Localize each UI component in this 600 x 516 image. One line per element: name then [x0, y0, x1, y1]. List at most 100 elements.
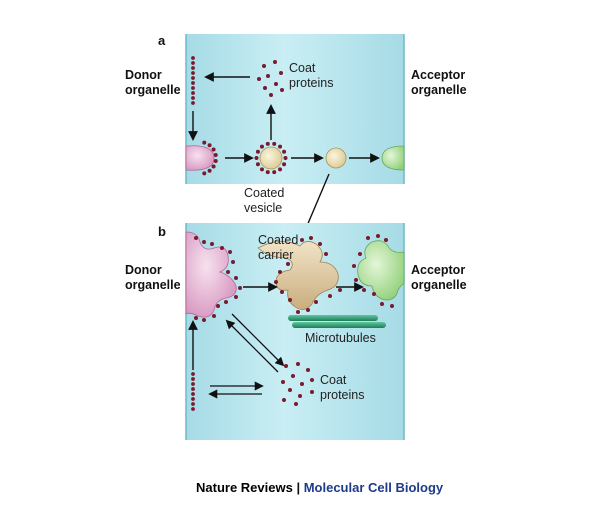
- coat-protein-dot: [191, 76, 195, 80]
- coat-protein-dot: [191, 81, 195, 85]
- coat-protein-dot: [191, 86, 195, 90]
- coat-protein-dot: [228, 250, 232, 254]
- donor-bud-coat-dots: [202, 140, 218, 176]
- coat-protein-dot: [191, 392, 195, 396]
- coat-protein-dot: [272, 170, 277, 175]
- coat-protein-dot: [226, 270, 230, 274]
- panel-a-coat-protein-dots: [257, 60, 284, 97]
- coat-protein-dot: [286, 262, 290, 266]
- coat-protein-dot: [324, 252, 328, 256]
- coat-protein-dot: [328, 294, 332, 298]
- coat-protein-dot: [306, 368, 310, 372]
- panel-a-donor-coat-dots: [191, 56, 195, 105]
- panel-b-coat-label: Coat proteins: [320, 373, 364, 403]
- coat-protein-dot: [213, 153, 218, 158]
- coat-protein-dot: [265, 170, 270, 175]
- coat-protein-dot: [234, 295, 238, 299]
- panel-b-acceptor-label-line2: organelle: [411, 278, 467, 292]
- coat-protein-dot: [309, 236, 313, 240]
- publisher-name: Nature Reviews: [196, 480, 293, 495]
- coat-protein-dot: [274, 280, 278, 284]
- coat-protein-dot: [372, 292, 376, 296]
- coat-protein-dot: [273, 60, 277, 64]
- coat-protein-dot: [288, 298, 292, 302]
- coat-protein-dot: [380, 302, 384, 306]
- donor-organelle-coat-dots: [194, 236, 242, 322]
- coat-protein-dot: [296, 310, 300, 314]
- coat-protein-dot: [207, 168, 212, 173]
- coat-protein-dot: [266, 74, 270, 78]
- panel-b-donor-label: Donor organelle: [125, 263, 181, 293]
- coat-protein-dot: [288, 388, 292, 392]
- coat-protein-dot: [278, 144, 283, 149]
- panel-b-acceptor-label-line1: Acceptor: [411, 263, 466, 277]
- coat-protein-dot: [291, 374, 295, 378]
- coat-protein-dot: [255, 162, 260, 167]
- coat-protein-dot: [263, 86, 267, 90]
- coat-protein-dot: [194, 236, 198, 240]
- panel-b-letter: b: [158, 224, 166, 239]
- coat-protein-dot: [259, 144, 264, 149]
- coated-carrier-label-line1: Coated: [258, 233, 299, 247]
- coat-protein-dot: [213, 158, 218, 163]
- coat-protein-dot: [216, 304, 220, 308]
- coat-protein-dot: [234, 276, 238, 280]
- coat-protein-dot: [191, 101, 195, 105]
- coated-vesicle-coat-dots: [254, 141, 288, 175]
- coat-protein-dot: [224, 300, 228, 304]
- coat-protein-dot: [191, 91, 195, 95]
- coat-protein-dot: [300, 382, 304, 386]
- panel-b: [185, 223, 405, 440]
- coated-carrier-label-line2: carrier: [258, 248, 294, 262]
- coat-protein-dot: [300, 238, 304, 242]
- coat-protein-dot: [279, 71, 283, 75]
- panel-a-donor-label-line2: organelle: [125, 83, 181, 97]
- coated-vesicle-label-line2: vesicle: [244, 201, 283, 215]
- journal-name: Molecular Cell Biology: [303, 480, 444, 495]
- coat-protein-dot: [318, 242, 322, 246]
- coat-protein-dot: [254, 156, 259, 160]
- panel-a-background: [186, 34, 404, 184]
- coat-protein-dot: [262, 64, 266, 68]
- coat-protein-dot: [314, 300, 318, 304]
- acceptor-organelle-coat-dots: [352, 234, 394, 308]
- coated-carrier-label: Coated carrier: [258, 233, 298, 263]
- coat-protein-dot: [238, 286, 242, 290]
- coated-vesicle: [259, 146, 283, 170]
- coat-protein-dot: [210, 242, 214, 246]
- coat-protein-dot: [202, 318, 206, 322]
- coat-protein-dot: [191, 66, 195, 70]
- panel-b-donor-label-line1: Donor: [125, 263, 162, 277]
- coat-protein-dot: [278, 270, 282, 274]
- coat-protein-dot: [202, 240, 206, 244]
- coat-protein-dot: [191, 372, 195, 376]
- arrow-coat-pool-to-donor: [225, 319, 279, 373]
- microtubules-label: Microtubules: [305, 331, 376, 345]
- coat-protein-dot: [202, 171, 207, 176]
- coat-protein-dot: [294, 402, 298, 406]
- coat-protein-dot: [280, 88, 284, 92]
- panel-a-donor-label-line1: Donor: [125, 68, 162, 82]
- coat-protein-dot: [278, 167, 283, 172]
- coat-protein-dot: [352, 264, 356, 268]
- coat-protein-dot: [191, 56, 195, 60]
- coat-protein-dot: [212, 314, 216, 318]
- coat-protein-dot: [211, 147, 216, 152]
- coat-protein-dot: [284, 364, 288, 368]
- coat-protein-dot: [207, 143, 212, 148]
- coated-vesicle-label: Coated vesicle: [244, 186, 284, 216]
- coat-protein-dot: [282, 162, 287, 167]
- coat-protein-dot: [310, 390, 314, 394]
- microtubule-2: [292, 322, 386, 328]
- coat-protein-dot: [220, 246, 224, 250]
- coat-protein-dot: [269, 93, 273, 97]
- coat-protein-dot: [191, 387, 195, 391]
- coat-protein-dot: [191, 407, 195, 411]
- coat-protein-dot: [257, 77, 261, 81]
- panel-a-donor-label: Donor organelle: [125, 68, 181, 98]
- coat-protein-dot: [265, 141, 270, 146]
- microtubule-1: [288, 315, 378, 321]
- coat-protein-dot: [310, 378, 314, 382]
- coat-protein-dot: [376, 234, 380, 238]
